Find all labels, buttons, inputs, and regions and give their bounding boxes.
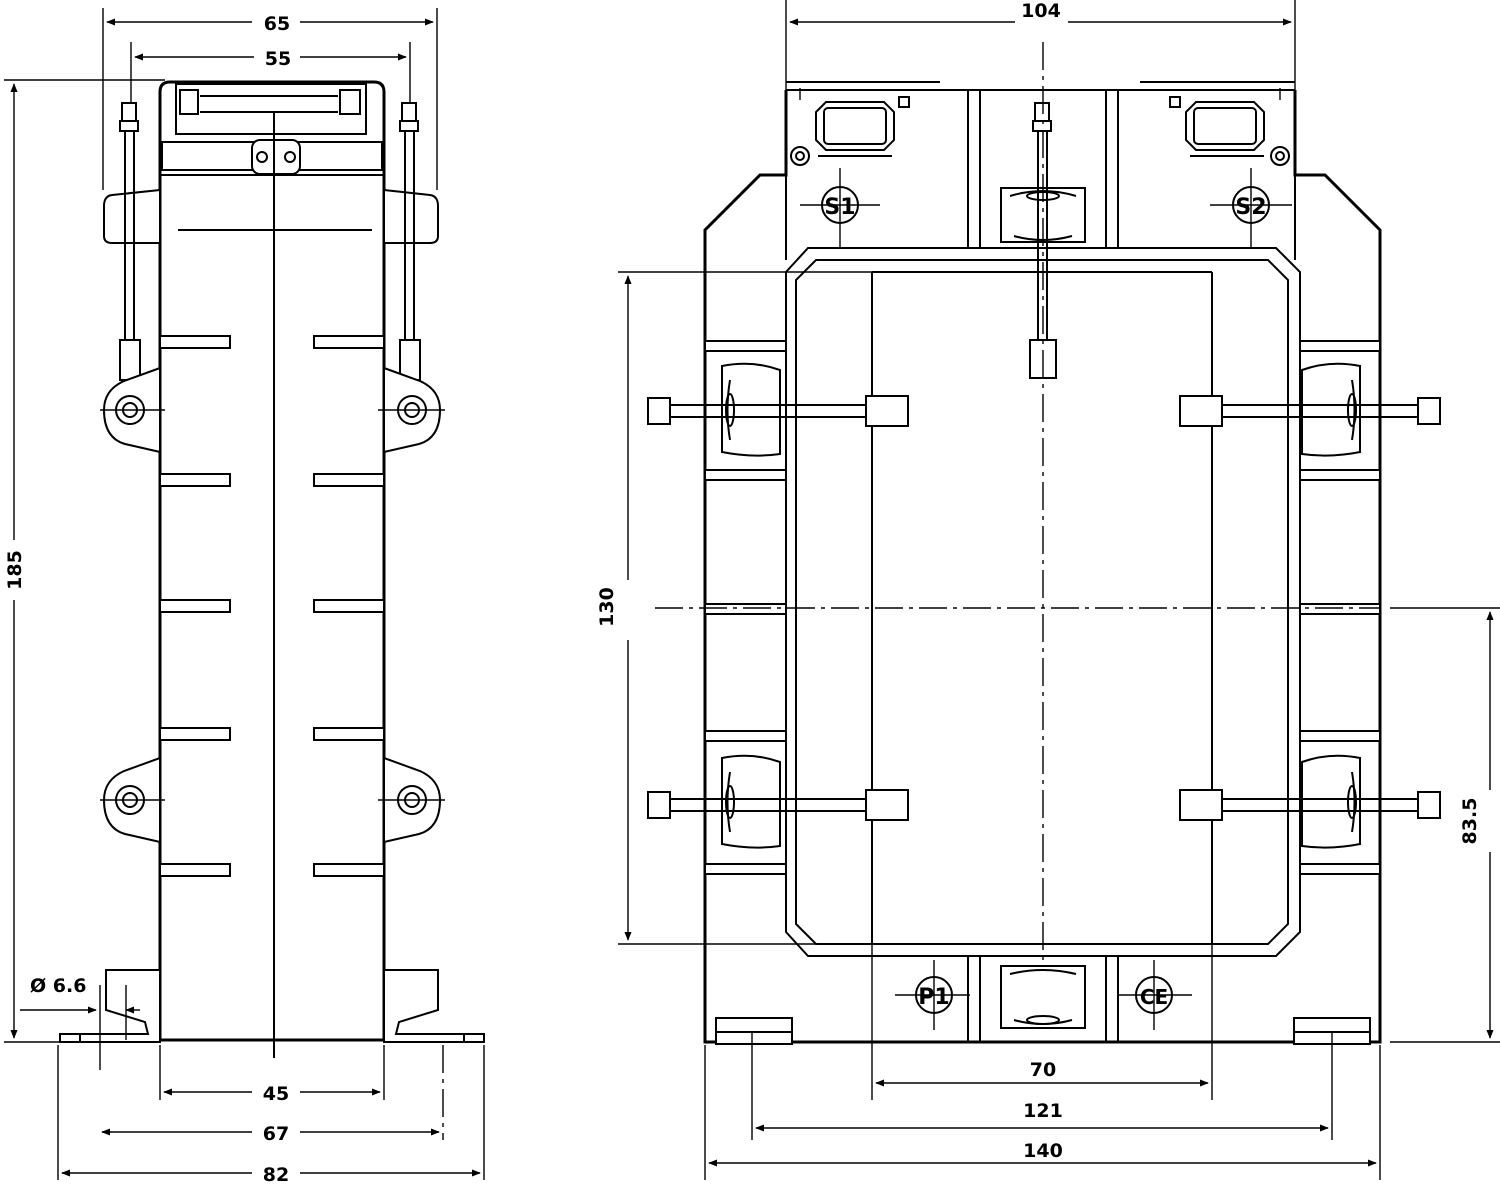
- bottom-terminals: [967, 956, 1119, 1042]
- terminal-s1-block: [790, 88, 910, 166]
- dim-label-45: 45: [263, 1083, 289, 1105]
- dimension-hole: Ø 6.6: [20, 975, 140, 1070]
- dim-label-185: 185: [4, 550, 26, 590]
- dim-label-121: 121: [1023, 1100, 1063, 1122]
- side-screws: [119, 102, 421, 381]
- dim-label-83-5: 83.5: [1459, 798, 1481, 845]
- dimension-top-outer: 65: [102, 8, 438, 190]
- dimension-window-width: 70: [871, 944, 1213, 1100]
- side-mounting-ears: [100, 366, 445, 844]
- terminal-s2-label: S2: [1235, 195, 1266, 220]
- dimension-total-width: 140: [704, 1045, 1381, 1180]
- ce-mark-label: CE: [1140, 985, 1168, 1009]
- terminal-s1-label: S1: [824, 195, 855, 220]
- dimension-window-height: 130: [596, 271, 872, 945]
- dim-label-140: 140: [1023, 1140, 1063, 1162]
- primary-window: [785, 247, 1301, 957]
- terminal-s2: S2: [1210, 168, 1292, 248]
- dim-label-65: 65: [264, 13, 290, 35]
- terminal-p1: P1: [895, 960, 970, 1030]
- ce-mark: CE: [1118, 960, 1192, 1030]
- dimension-top-inner: 55: [130, 42, 411, 110]
- front-centerlines: [655, 42, 1380, 1000]
- clamp-right-lower: [1179, 754, 1441, 849]
- terminal-s1: S1: [800, 168, 880, 248]
- dim-label-82: 82: [263, 1164, 289, 1184]
- dimension-bottom-82: 82: [57, 1045, 485, 1184]
- dim-label-55: 55: [265, 48, 291, 70]
- side-base-feet: [59, 969, 485, 1043]
- side-ribs: [159, 335, 385, 877]
- dimension-top-width: 104: [785, 0, 1296, 90]
- dim-label-hole: Ø 6.6: [30, 975, 86, 997]
- side-view: 65 55 185: [4, 8, 485, 1184]
- clamp-right-upper: [1179, 362, 1441, 457]
- dim-label-130: 130: [596, 587, 618, 627]
- terminal-p1-label: P1: [918, 985, 949, 1010]
- dimension-mount-height: 83.5: [1390, 607, 1500, 1043]
- dimension-height: 185: [4, 79, 165, 1043]
- front-side-ribs: [704, 340, 1381, 875]
- clamp-left-lower: [647, 754, 909, 849]
- dim-label-70: 70: [1030, 1059, 1056, 1081]
- dimension-bottom-45: 45: [159, 1045, 385, 1105]
- dimension-bottom-67: 67: [101, 1045, 444, 1145]
- dim-label-104: 104: [1021, 0, 1061, 22]
- dimension-mount-spacing: 121: [751, 1032, 1333, 1140]
- terminal-s2-block: [1169, 88, 1290, 166]
- dim-label-67: 67: [263, 1123, 289, 1145]
- side-body: [158, 80, 386, 1058]
- front-view: 104: [596, 0, 1500, 1180]
- clamp-left-upper: [647, 362, 909, 457]
